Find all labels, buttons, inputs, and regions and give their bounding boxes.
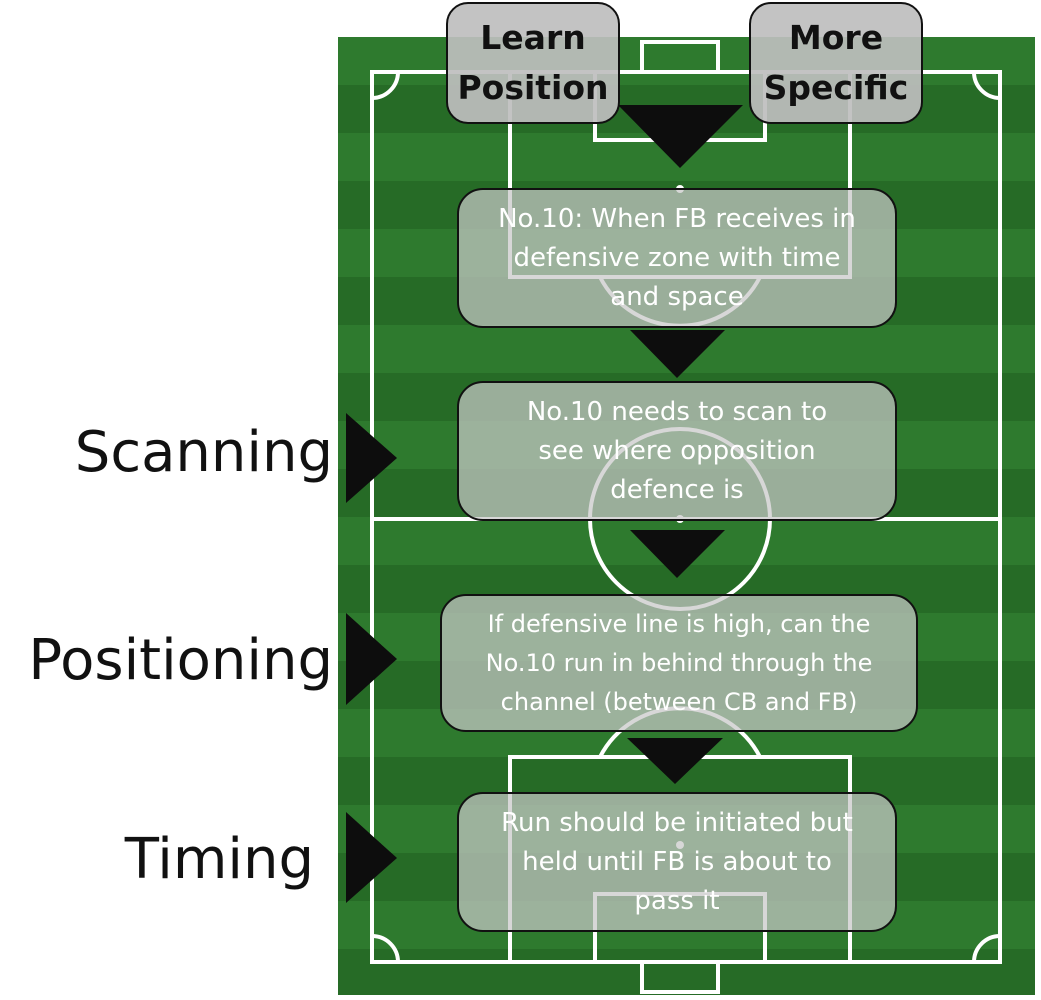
corner-arc-bottom-left xyxy=(371,934,400,963)
step-3-line-3: channel (between CB and FB) xyxy=(500,687,858,716)
bottom-goal xyxy=(640,960,720,994)
step-box-1: No.10: When FB receives in defensive zon… xyxy=(457,188,897,328)
step-4-line-3: pass it xyxy=(634,885,720,916)
learn-position-tag: Learn Position xyxy=(446,2,620,124)
more-specific-line-1: More xyxy=(788,18,884,57)
corner-arc-bottom-right xyxy=(972,934,1001,963)
corner-arc-top-right xyxy=(972,71,1001,100)
more-specific-tag: More Specific xyxy=(749,2,923,124)
more-specific-line-2: Specific xyxy=(763,68,909,107)
step-2-line-3: defence is xyxy=(610,474,744,505)
step-1-line-1: No.10: When FB receives in xyxy=(498,203,856,234)
positioning-label: Positioning xyxy=(28,628,333,693)
down-arrow-2 xyxy=(630,330,725,378)
step-1-line-2: defensive zone with time xyxy=(513,242,841,273)
step-1-line-3: and space xyxy=(610,281,744,312)
right-arrow-timing xyxy=(346,812,397,903)
top-goal xyxy=(640,40,720,74)
right-arrow-positioning xyxy=(346,613,397,705)
down-arrow-1 xyxy=(618,105,743,168)
step-box-2: No.10 needs to scan to see where opposit… xyxy=(457,381,897,521)
down-arrow-4 xyxy=(627,738,723,784)
step-3-line-2: No.10 run in behind through the xyxy=(485,648,873,677)
right-arrow-scanning xyxy=(346,413,397,503)
step-box-3: If defensive line is high, can the No.10… xyxy=(440,594,918,732)
learn-position-line-1: Learn xyxy=(480,18,586,57)
step-4-line-2: held until FB is about to xyxy=(522,846,832,877)
corner-arc-top-left xyxy=(371,71,400,100)
scanning-label: Scanning xyxy=(74,420,333,485)
step-4-line-1: Run should be initiated but xyxy=(501,807,853,838)
step-2-line-2: see where opposition xyxy=(538,435,816,466)
learn-position-line-2: Position xyxy=(457,68,609,107)
step-box-4: Run should be initiated but held until F… xyxy=(457,792,897,932)
step-3-line-1: If defensive line is high, can the xyxy=(487,609,871,638)
timing-label: Timing xyxy=(124,827,314,892)
down-arrow-3 xyxy=(630,530,725,578)
step-2-line-1: No.10 needs to scan to xyxy=(526,396,828,427)
